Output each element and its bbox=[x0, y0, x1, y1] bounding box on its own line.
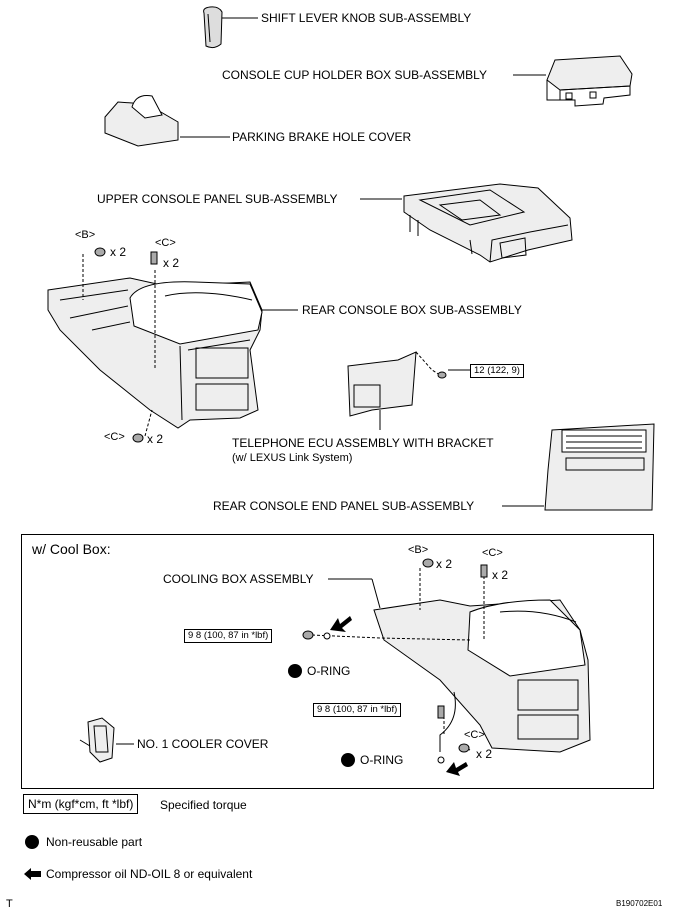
fastener-b-label: <B> bbox=[75, 229, 96, 241]
cup-holder-drawing bbox=[513, 55, 633, 107]
label-rear-box: REAR CONSOLE BOX SUB-ASSEMBLY bbox=[302, 303, 522, 317]
fastener-b-count: x 2 bbox=[110, 245, 127, 259]
panel-fastener-b-count: x 2 bbox=[436, 557, 453, 571]
panel-fastener-b-label: <B> bbox=[408, 544, 429, 556]
cooling-box-drawing bbox=[302, 558, 591, 764]
upper-panel-drawing bbox=[360, 183, 573, 263]
label-cooler-cover: NO. 1 COOLER COVER bbox=[137, 737, 269, 751]
parking-cover-drawing bbox=[104, 95, 230, 147]
torque-box-ecu: 12 (122, 9) bbox=[470, 364, 524, 378]
legend-torque-unit: N*m (kgf*cm, ft *lbf) bbox=[23, 794, 139, 814]
shift-knob-drawing bbox=[203, 6, 258, 49]
panel-fastener-c-label-lower: <C> bbox=[464, 729, 485, 741]
label-end-panel: REAR CONSOLE END PANEL SUB-ASSEMBLY bbox=[213, 499, 475, 513]
cool-box-panel bbox=[21, 534, 654, 789]
oil-arrow-icon bbox=[24, 868, 41, 880]
label-ecu: TELEPHONE ECU ASSEMBLY WITH BRACKET bbox=[232, 436, 494, 450]
legend-oil: Compressor oil ND-OIL 8 or equivalent bbox=[46, 867, 253, 881]
torque-box-cooling-1: 9 8 (100, 87 in *lbf) bbox=[184, 629, 273, 643]
non-reusable-dot-icon bbox=[341, 753, 355, 767]
footer-figure-id: B190702E01 bbox=[616, 899, 663, 908]
rear-console-box-drawing bbox=[47, 247, 298, 443]
telephone-ecu-drawing bbox=[347, 351, 470, 430]
label-shift-knob: SHIFT LEVER KNOB SUB-ASSEMBLY bbox=[261, 11, 472, 25]
label-oring-1: O-RING bbox=[307, 664, 351, 678]
panel-fastener-c-count: x 2 bbox=[492, 568, 509, 582]
fastener-c-label-lower: <C> bbox=[104, 431, 125, 443]
legend-nonreusable: Non-reusable part bbox=[46, 835, 143, 849]
label-cup-holder: CONSOLE CUP HOLDER BOX SUB-ASSEMBLY bbox=[222, 68, 487, 82]
panel-title: w/ Cool Box: bbox=[32, 541, 111, 557]
oil-arrow-markers bbox=[330, 616, 468, 776]
label-parking-cover: PARKING BRAKE HOLE COVER bbox=[232, 130, 412, 144]
fastener-c-label: <C> bbox=[155, 237, 176, 249]
label-cooling-box: COOLING BOX ASSEMBLY bbox=[163, 572, 314, 586]
end-panel-drawing bbox=[502, 423, 655, 511]
label-oring-2: O-RING bbox=[360, 753, 404, 767]
torque-box-cooling-2: 9 8 (100, 87 in *lbf) bbox=[313, 703, 402, 717]
non-reusable-dot-icon bbox=[25, 835, 39, 849]
legend-torque-text: Specified torque bbox=[160, 798, 247, 812]
label-upper-panel: UPPER CONSOLE PANEL SUB-ASSEMBLY bbox=[97, 192, 338, 206]
panel-fastener-c-count-lower: x 2 bbox=[476, 747, 493, 761]
fastener-c-count: x 2 bbox=[163, 256, 180, 270]
non-reusable-dot-icon bbox=[288, 664, 302, 678]
panel-fastener-c-label: <C> bbox=[482, 547, 503, 559]
fastener-c-count-lower: x 2 bbox=[147, 432, 164, 446]
footer-left: T bbox=[6, 898, 13, 910]
label-ecu-note: (w/ LEXUS Link System) bbox=[232, 452, 353, 464]
cooler-cover-drawing bbox=[79, 717, 134, 763]
